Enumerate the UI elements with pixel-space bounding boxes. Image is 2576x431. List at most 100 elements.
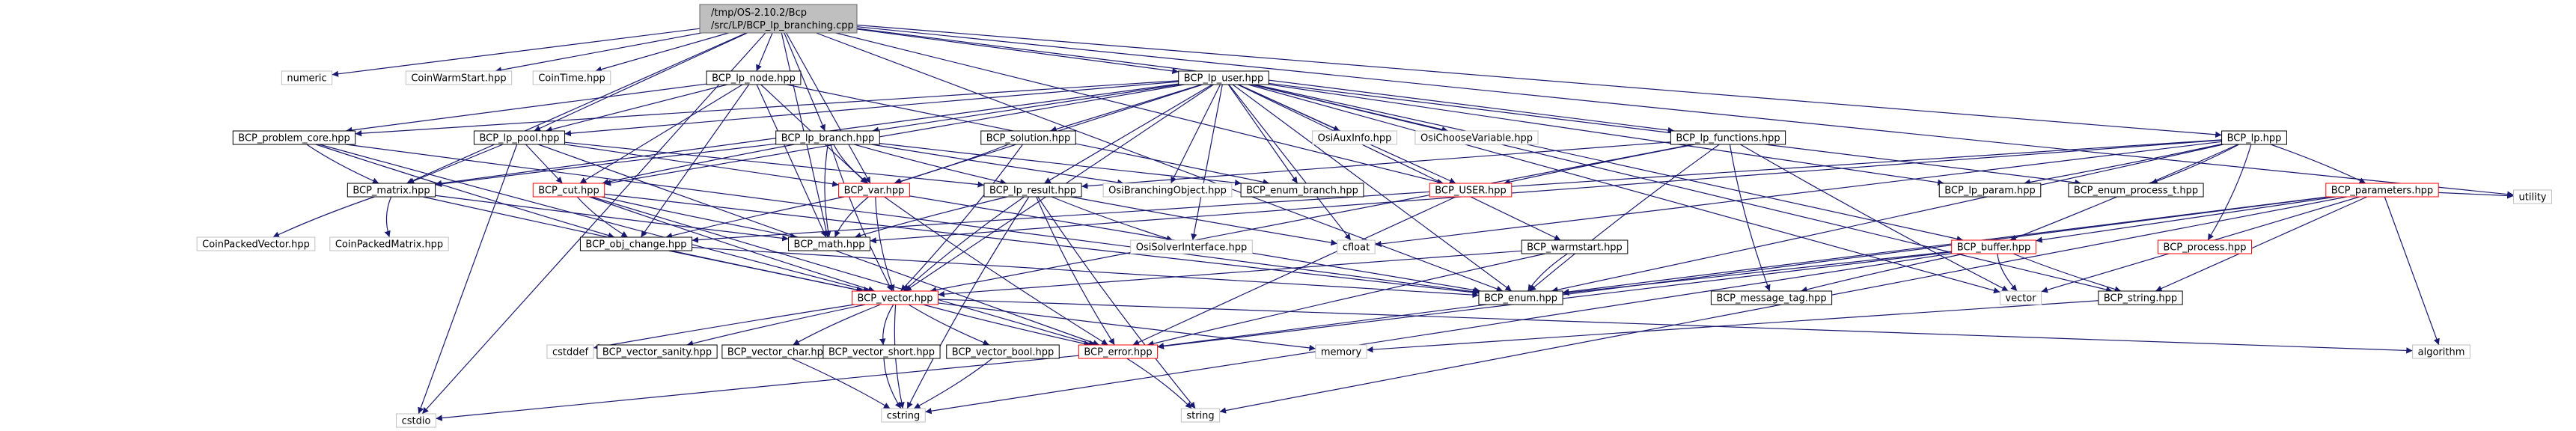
node-label: cstddef xyxy=(552,347,589,358)
node-label: BCP_vector_bool.hpp xyxy=(952,347,1054,358)
node-cstddef[interactable]: cstddef xyxy=(546,344,594,359)
edge-lp-user-to-osisolver xyxy=(1191,84,1223,241)
node-cstdio[interactable]: cstdio xyxy=(396,413,436,428)
node-box xyxy=(706,70,802,85)
node-lp-functions[interactable]: BCP_lp_functions.hpp xyxy=(1670,130,1786,145)
node-vector-std[interactable]: vector xyxy=(1999,290,2042,305)
edge-root-to-coinwarm xyxy=(495,32,702,73)
edge-lp-branch-to-matrix xyxy=(435,143,776,188)
node-box xyxy=(347,183,436,198)
node-warmstart[interactable]: BCP_warmstart.hpp xyxy=(1521,239,1629,254)
edge-var-to-vector xyxy=(875,196,895,292)
node-label: BCP_enum.hpp xyxy=(1484,293,1557,305)
node-cstring[interactable]: cstring xyxy=(881,408,926,423)
edge-var-to-math xyxy=(834,196,869,238)
node-osibranching[interactable]: OsiBranchingObject.hpp xyxy=(1102,183,1233,198)
node-label: BCP_matrix.hpp xyxy=(352,186,430,197)
node-vector-sanity[interactable]: BCP_vector_sanity.hpp xyxy=(596,344,718,359)
node-parameters[interactable]: BCP_parameters.hpp xyxy=(2325,183,2439,198)
node-lp-param[interactable]: BCP_lp_param.hpp xyxy=(1938,183,2042,198)
node-vector-char[interactable]: BCP_vector_char.hpp xyxy=(721,344,835,359)
node-lp[interactable]: BCP_lp.hpp xyxy=(2221,130,2287,145)
node-numeric[interactable]: numeric xyxy=(281,70,333,85)
node-label: BCP_var.hpp xyxy=(844,186,905,197)
node-memory[interactable]: memory xyxy=(1315,344,1367,359)
node-coinpackedvector[interactable]: CoinPackedVector.hpp xyxy=(196,236,316,251)
node-box xyxy=(2412,344,2470,359)
node-box xyxy=(329,236,449,251)
node-utility[interactable]: utility xyxy=(2513,189,2552,204)
node-box xyxy=(579,236,693,251)
node-label: BCP_buffer.hpp xyxy=(1957,242,2031,254)
node-lp-user[interactable]: BCP_lp_user.hpp xyxy=(1178,70,1269,85)
node-var[interactable]: BCP_var.hpp xyxy=(838,183,910,198)
node-user[interactable]: BCP_USER.hpp xyxy=(1429,183,1513,198)
node-lp-pool[interactable]: BCP_lp_pool.hpp xyxy=(473,130,566,145)
node-box xyxy=(881,408,926,423)
edge-lp-branch-to-osibranching xyxy=(871,144,1124,186)
edge-lp-user-to-lp-pool xyxy=(564,81,1179,137)
edge-lp-user-to-enum xyxy=(1232,84,1513,292)
node-vector-short[interactable]: BCP_vector_short.hpp xyxy=(822,344,941,359)
edge-lp-to-math xyxy=(870,139,2222,244)
node-box xyxy=(838,183,910,198)
edge-lp-user-to-solution xyxy=(1050,84,1202,132)
node-box xyxy=(1938,183,2042,198)
node-matrix[interactable]: BCP_matrix.hpp xyxy=(347,183,436,198)
node-label: CoinPackedVector.hpp xyxy=(202,239,310,251)
edge-root-to-lp-user xyxy=(856,28,1179,75)
edge-cut-to-vector xyxy=(589,196,875,293)
node-process[interactable]: BCP_process.hpp xyxy=(2158,239,2252,254)
node-osiauxinfo[interactable]: OsiAuxInfo.hpp xyxy=(1312,130,1397,145)
root-node-label-line2: /src/LP/BCP_lp_branching.cpp xyxy=(711,20,854,31)
node-problem-core[interactable]: BCP_problem_core.hpp xyxy=(232,130,356,145)
node-string-std[interactable]: string xyxy=(1180,408,1221,423)
edge-vector-to-error xyxy=(923,304,1090,347)
node-box xyxy=(396,413,436,428)
node-cut[interactable]: BCP_cut.hpp xyxy=(532,183,605,198)
edge-solution-to-vector xyxy=(900,144,1023,292)
node-lp-node[interactable]: BCP_lp_node.hpp xyxy=(706,70,802,85)
node-lp-result[interactable]: BCP_lp_result.hpp xyxy=(983,183,1082,198)
node-error[interactable]: BCP_error.hpp xyxy=(1078,344,1159,359)
node-enum-process-t[interactable]: BCP_enum_process_t.hpp xyxy=(2068,183,2204,198)
root-node-label-line1: /tmp/OS-2.10.2/Bcp xyxy=(711,7,807,19)
node-box xyxy=(532,70,611,85)
root-node[interactable]: /tmp/OS-2.10.2/Bcp /src/LP/BCP_lp_branch… xyxy=(699,4,858,34)
node-cfloat[interactable]: cfloat xyxy=(1337,239,1376,254)
node-coinpackedmatrix[interactable]: CoinPackedMatrix.hpp xyxy=(329,236,449,251)
node-algorithm[interactable]: algorithm xyxy=(2412,344,2470,359)
node-enum[interactable]: BCP_enum.hpp xyxy=(1478,290,1563,305)
node-label: OsiChooseVariable.hpp xyxy=(1420,133,1533,144)
edge-vector-char-to-cstring xyxy=(791,358,891,409)
node-solution[interactable]: BCP_solution.hpp xyxy=(980,130,1076,145)
node-vector-bool[interactable]: BCP_vector_bool.hpp xyxy=(946,344,1060,359)
node-vector[interactable]: BCP_vector.hpp xyxy=(851,290,939,305)
node-osisolver[interactable]: OsiSolverInterface.hpp xyxy=(1130,239,1253,254)
node-box xyxy=(775,130,880,145)
node-label: BCP_enum_process_t.hpp xyxy=(2074,186,2198,197)
edge-lp-functions-to-vector-std xyxy=(1740,144,2009,292)
node-obj-change[interactable]: BCP_obj_change.hpp xyxy=(579,236,693,251)
edge-lp-branch-to-math xyxy=(824,144,831,238)
node-string-hpp[interactable]: BCP_string.hpp xyxy=(2098,290,2183,305)
node-osichoose[interactable]: OsiChooseVariable.hpp xyxy=(1414,130,1539,145)
node-coinwarm[interactable]: CoinWarmStart.hpp xyxy=(405,70,513,85)
edge-obj-change-to-vector xyxy=(668,250,863,293)
node-box xyxy=(1180,408,1221,423)
node-box xyxy=(532,183,605,198)
edge-lp-branch-to-enum-branch xyxy=(879,143,1242,186)
node-cointime[interactable]: CoinTime.hpp xyxy=(532,70,611,85)
node-math[interactable]: BCP_math.hpp xyxy=(788,236,870,251)
node-label: BCP_parameters.hpp xyxy=(2331,186,2433,197)
node-message-tag[interactable]: BCP_message_tag.hpp xyxy=(1710,290,1833,305)
node-box xyxy=(983,183,1082,198)
node-lp-branch[interactable]: BCP_lp_branch.hpp xyxy=(775,130,880,145)
node-enum-branch[interactable]: BCP_enum_branch.hpp xyxy=(1240,183,1364,198)
node-box xyxy=(1710,290,1833,305)
edge-problem-core-to-vector xyxy=(319,144,870,293)
edge-lp-result-to-string-std xyxy=(1037,196,1196,409)
node-box xyxy=(2325,183,2439,198)
node-buffer[interactable]: BCP_buffer.hpp xyxy=(1951,239,2036,254)
edge-lp-user-to-cfloat xyxy=(1228,84,1352,241)
